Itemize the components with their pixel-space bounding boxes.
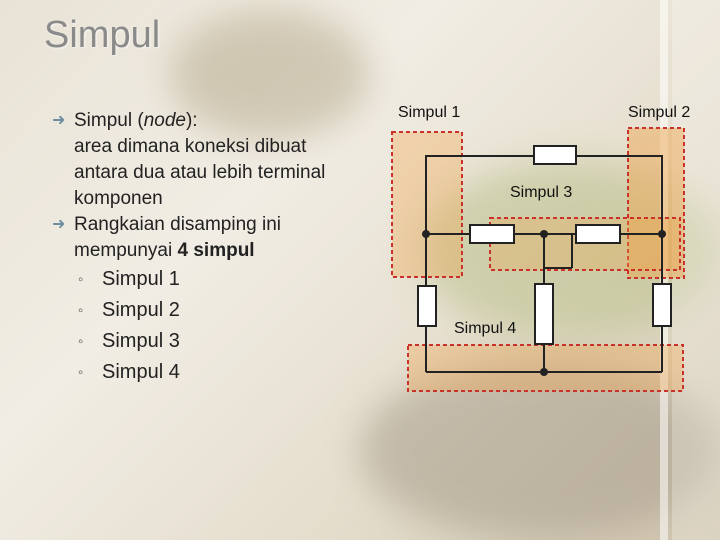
junction-dot bbox=[658, 230, 666, 238]
node-count-bold: 4 simpul bbox=[177, 240, 255, 261]
resistor-top bbox=[533, 145, 577, 165]
sub-item: ◦ Simpul 3 bbox=[52, 326, 352, 357]
circle-bullet-icon: ◦ bbox=[78, 333, 84, 350]
circle-bullet-icon: ◦ bbox=[78, 364, 84, 381]
bullet-node-count: ➜ Rangkaian disamping ini mempunyai 4 si… bbox=[52, 212, 352, 264]
background-decoration bbox=[170, 10, 370, 140]
node3-label: Simpul 3 bbox=[510, 184, 573, 201]
bullet-arrow-icon: ➜ bbox=[52, 216, 66, 233]
definition-paren-open: ( bbox=[132, 110, 144, 131]
resistor-right bbox=[652, 283, 672, 327]
sub-item-label: Simpul 4 bbox=[102, 361, 180, 383]
sub-item-label: Simpul 2 bbox=[102, 299, 180, 321]
circuit-diagram: Simpul 1 Simpul 2 Simpul 3 Simpul 4 bbox=[390, 100, 720, 400]
background-stripe bbox=[660, 0, 668, 540]
node4-label: Simpul 4 bbox=[454, 320, 517, 337]
slide-title: Simpul bbox=[44, 14, 161, 56]
node1-label: Simpul 1 bbox=[398, 104, 461, 121]
sub-item: ◦ Simpul 4 bbox=[52, 357, 352, 388]
sub-item-label: Simpul 3 bbox=[102, 330, 180, 352]
node2-label: Simpul 2 bbox=[628, 104, 691, 121]
bullet-definition: ➜ Simpul (node): area dimana koneksi dib… bbox=[52, 108, 352, 212]
slide-content: ➜ Simpul (node): area dimana koneksi dib… bbox=[52, 108, 352, 388]
definition-term-english: node bbox=[143, 110, 186, 131]
sub-item-label: Simpul 1 bbox=[102, 268, 180, 290]
resistor-middle-left bbox=[469, 224, 515, 244]
node4-highlight bbox=[407, 344, 684, 392]
sub-item: ◦ Simpul 1 bbox=[52, 264, 352, 295]
definition-paren-close: ): bbox=[185, 110, 198, 131]
resistor-center bbox=[534, 283, 554, 345]
junction-dot bbox=[540, 368, 548, 376]
bullet-arrow-icon: ➜ bbox=[52, 112, 66, 129]
resistors bbox=[417, 145, 672, 345]
circle-bullet-icon: ◦ bbox=[78, 271, 84, 288]
junction-dot bbox=[422, 230, 430, 238]
definition-term: Simpul bbox=[74, 110, 133, 131]
node-count-text: Rangkaian disamping ini mempunyai bbox=[74, 214, 282, 261]
circle-bullet-icon: ◦ bbox=[78, 302, 84, 319]
node2-highlight bbox=[627, 127, 685, 279]
definition-text: area dimana koneksi dibuat antara dua at… bbox=[74, 136, 326, 209]
sub-item: ◦ Simpul 2 bbox=[52, 295, 352, 326]
resistor-left bbox=[417, 285, 437, 327]
junction-dots bbox=[422, 230, 666, 376]
circuit-svg bbox=[391, 127, 685, 392]
resistor-middle-right bbox=[575, 224, 621, 244]
junction-dot bbox=[540, 230, 548, 238]
